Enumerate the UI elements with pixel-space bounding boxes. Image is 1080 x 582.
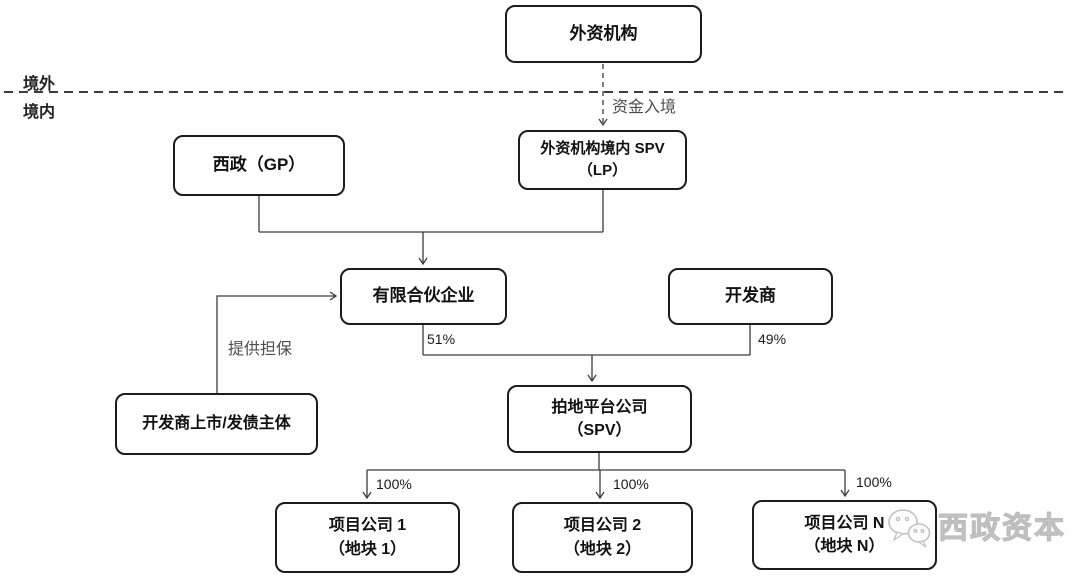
node-project-company-2-line1: 项目公司 2 <box>563 517 642 535</box>
developer-share-label: 49% <box>758 331 787 347</box>
project2-share-label: 100% <box>613 476 649 492</box>
provide-guarantee-label: 提供担保 <box>228 341 293 358</box>
node-xizheng-gp-label: 西政（GP） <box>212 155 306 175</box>
node-project-company-n-line1: 项目公司 N <box>804 514 885 532</box>
watermark-brand-text: 西政资本 <box>938 512 1066 545</box>
node-project-company-2: 项目公司 2 （地块 2） <box>512 502 693 573</box>
onshore-label: 境内 <box>23 104 56 121</box>
offshore-label: 境外 <box>23 76 56 93</box>
node-project-company-2-line2: （地块 2） <box>563 540 642 558</box>
node-foreign-institution: 外资机构 <box>505 5 702 63</box>
node-developer-listing-entity-label: 开发商上市/发债主体 <box>142 415 291 433</box>
watermark: 西政资本 <box>886 506 1066 552</box>
node-developer-listing-entity: 开发商上市/发债主体 <box>115 393 318 455</box>
node-foreign-spv-lp-line2: （LP） <box>577 162 628 179</box>
project1-share-label: 100% <box>376 476 412 492</box>
node-project-company-1: 项目公司 1 （地块 1） <box>275 502 460 573</box>
node-project-company-n-line2: （地块 N） <box>804 538 885 555</box>
node-foreign-spv-lp-line1: 外资机构境内 SPV <box>540 140 665 158</box>
wechat-icon <box>888 509 931 548</box>
node-developer-label: 开发商 <box>725 286 776 306</box>
node-foreign-institution-label: 外资机构 <box>569 23 638 43</box>
edge-guarantee <box>216 291 338 393</box>
node-limited-partnership: 有限合伙企业 <box>340 268 507 325</box>
projectn-share-label: 100% <box>856 474 892 490</box>
node-land-platform-spv: 拍地平台公司 （SPV） <box>507 385 692 453</box>
capital-entry-label: 资金入境 <box>612 99 677 116</box>
node-developer: 开发商 <box>668 268 833 325</box>
node-project-company-1-line1: 项目公司 1 <box>328 517 407 535</box>
node-land-platform-spv-line2: （SPV） <box>567 422 632 439</box>
node-project-company-n: 项目公司 N （地块 N） <box>752 500 937 570</box>
node-limited-partnership-label: 有限合伙企业 <box>372 286 475 306</box>
node-xizheng-gp: 西政（GP） <box>173 135 345 196</box>
node-project-company-1-line2: （地块 1） <box>328 540 407 558</box>
node-land-platform-spv-line1: 拍地平台公司 <box>551 398 648 416</box>
partnership-share-label: 51% <box>427 331 456 347</box>
node-foreign-spv-lp: 外资机构境内 SPV （LP） <box>518 130 687 190</box>
